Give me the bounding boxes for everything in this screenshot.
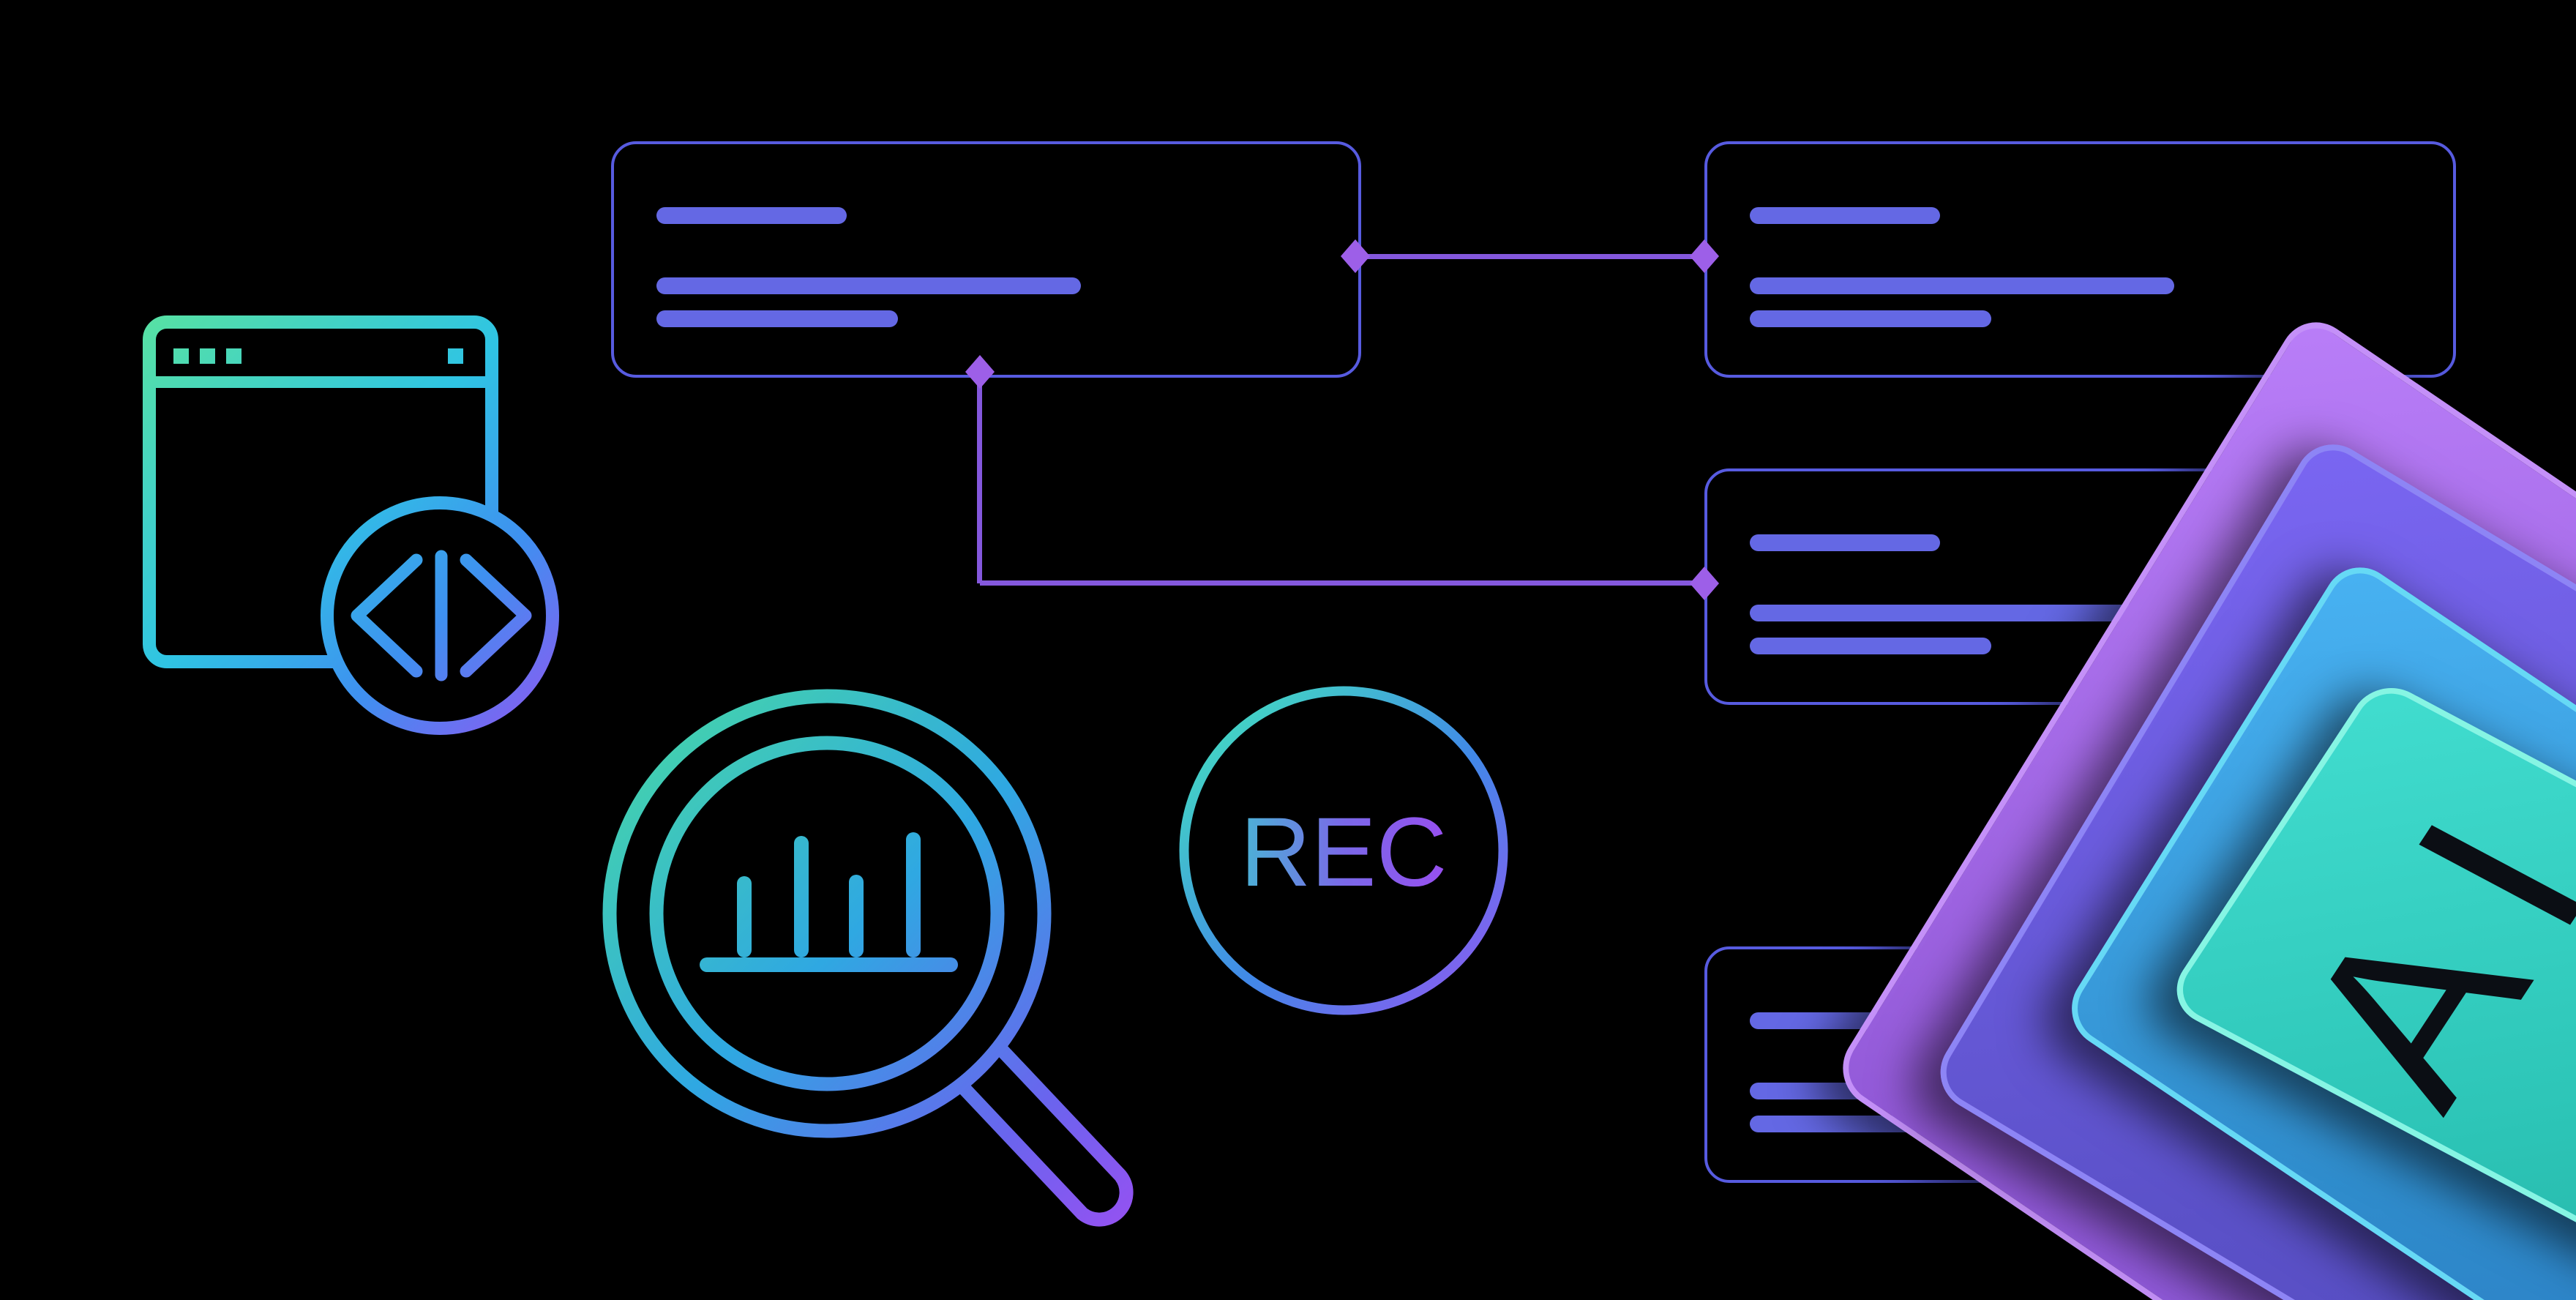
connector-top [1355, 254, 1704, 259]
magnifier-outer-ring [602, 689, 1052, 1138]
magnifier-inner-ring [649, 736, 1005, 1091]
rec-record-icon: REC [1179, 686, 1508, 1015]
flowchart-box-top-left [611, 141, 1361, 378]
skeleton-text-bar [1750, 277, 2174, 294]
titlebar-dot [200, 348, 215, 364]
code-bracket-right-icon [460, 553, 532, 678]
connector-elbow-horizontal [980, 580, 1704, 586]
titlebar-dot [226, 348, 242, 364]
code-bracket-left-icon [351, 553, 423, 678]
rec-ring [1179, 686, 1508, 1015]
magnifier-handle [953, 1039, 1134, 1227]
skeleton-text-bar [1750, 207, 1940, 224]
skeleton-text-bar [1750, 605, 2174, 621]
connector-elbow-vertical [977, 372, 982, 583]
titlebar-dot [173, 348, 189, 364]
rec-label: REC [1240, 798, 1448, 907]
window-frame [143, 315, 498, 668]
skeleton-text-bar [656, 277, 1081, 294]
ai-label: AI [2244, 745, 2576, 1144]
skeleton-text-bar [1750, 534, 1940, 551]
flowchart-box-middle-right [1704, 468, 2456, 705]
titlebar-square [448, 348, 463, 364]
skeleton-text-bar [656, 207, 847, 224]
browser-code-window-icon [143, 315, 559, 735]
skeleton-text-bar [656, 310, 898, 327]
skeleton-text-bar [1750, 310, 1991, 327]
skeleton-text-bar [1750, 638, 1991, 654]
magnifier-bar-chart-icon [602, 689, 1134, 1227]
